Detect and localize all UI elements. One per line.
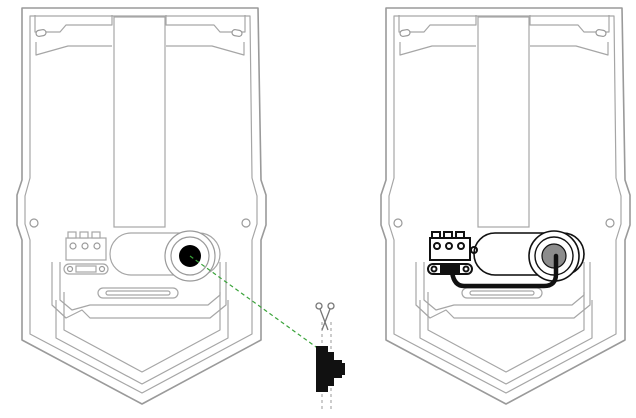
terminal-block-before	[63, 231, 109, 275]
housing-after	[380, 7, 631, 405]
scissors-icon	[315, 302, 335, 331]
cable-gland-icon	[316, 346, 345, 392]
housing-before	[16, 7, 267, 405]
routed-cable	[449, 253, 559, 289]
guide-line	[189, 255, 324, 353]
terminal-block-after	[427, 231, 478, 275]
